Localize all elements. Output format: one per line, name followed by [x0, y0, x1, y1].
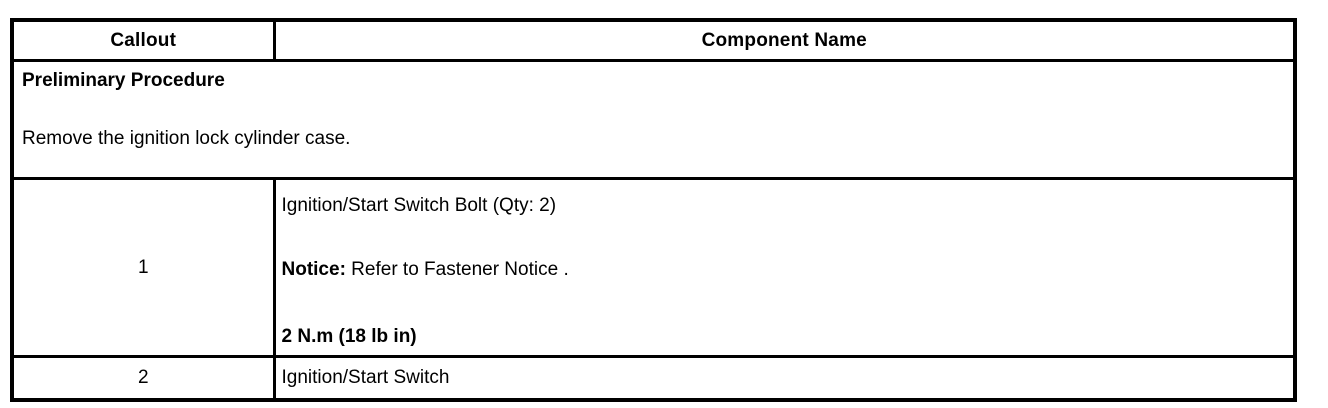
table-row: 2 Ignition/Start Switch	[10, 355, 1297, 402]
table-header-row: Callout Component Name	[10, 18, 1297, 62]
preliminary-procedure-spacer	[22, 92, 1293, 127]
callout-number-2: 2	[10, 355, 276, 402]
torque-spec-line: 2 N.m (18 lb in)	[281, 325, 417, 347]
notice-label: Notice:	[281, 258, 346, 280]
table-row: 1 Ignition/Start Switch Bolt (Qty: 2) No…	[10, 177, 1297, 358]
preliminary-procedure-row: Preliminary Procedure Remove the ignitio…	[10, 59, 1297, 180]
column-header-component-name: Component Name	[272, 18, 1297, 62]
component-line-spacer-2	[282, 281, 1294, 325]
component-name-body-1: Ignition/Start Switch Bolt (Qty: 2) Noti…	[276, 188, 1294, 348]
column-header-callout: Callout	[10, 18, 276, 62]
notice-text: Refer to Fastener Notice .	[345, 258, 569, 280]
component-notice-line: Notice: Refer to Fastener Notice .	[282, 258, 1294, 281]
preliminary-procedure-body: Preliminary Procedure Remove the ignitio…	[14, 62, 1293, 150]
component-spec-table: Callout Component Name Preliminary Proce…	[10, 18, 1297, 402]
component-name-line-primary: Ignition/Start Switch Bolt (Qty: 2)	[281, 194, 557, 216]
component-line-spacer-1	[282, 217, 1294, 258]
component-name-cell-1: Ignition/Start Switch Bolt (Qty: 2) Noti…	[272, 177, 1297, 358]
preliminary-procedure-title: Preliminary Procedure	[22, 70, 225, 91]
component-name-cell-2: Ignition/Start Switch	[272, 355, 1297, 402]
callout-number-1: 1	[10, 177, 276, 358]
component-spec-table-wrapper: Callout Component Name Preliminary Proce…	[10, 18, 1297, 402]
component-name-line-secondary: Ignition/Start Switch	[281, 367, 450, 388]
preliminary-procedure-cell: Preliminary Procedure Remove the ignitio…	[10, 59, 1297, 180]
preliminary-procedure-text: Remove the ignition lock cylinder case.	[22, 128, 351, 149]
